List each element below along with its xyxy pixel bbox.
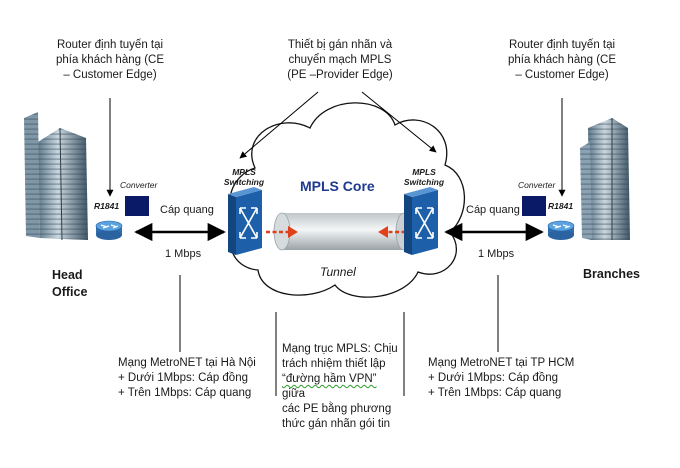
mpls-core-title: MPLS Core (300, 178, 375, 194)
speed-left-label: 1 Mbps (165, 248, 202, 260)
note-metronet-hanoi: Mạng MetroNET tại Hà Nội + Dưới 1Mbps: C… (118, 357, 256, 399)
fiber-right-label: Cáp quang (466, 204, 520, 216)
router-left-label: R1841 (94, 201, 120, 211)
branches-building (580, 118, 630, 240)
tunnel-arrow-right (378, 226, 412, 238)
converter-right-icon (522, 196, 546, 216)
pointer-pe-left (239, 91, 319, 159)
router-right-icon (547, 220, 575, 240)
tunnel-arrow-left (266, 226, 298, 238)
switch-right-label: MPLS Switching (403, 167, 445, 187)
note-mpls-backbone: Mạng trục MPLS: Chịu trách nhiệm thiết l… (282, 343, 398, 430)
annotation-ce-left: Router định tuyến tại phía khách hàng (C… (55, 39, 165, 81)
mpls-switch-right-icon (404, 187, 438, 255)
switch-left-label: MPLS Switching (223, 167, 265, 187)
branches-label: Branches (583, 267, 640, 281)
converter-left-label: Converter (120, 180, 158, 190)
router-right-label: R1841 (548, 201, 574, 211)
converter-right-label: Converter (518, 180, 556, 190)
annotation-pe-top: Thiết bị gán nhãn và chuyển mạch MPLS (P… (287, 39, 393, 81)
router-left-icon (95, 220, 123, 240)
tunnel-label: Tunnel (320, 265, 356, 279)
pointer-pe-right (361, 91, 437, 153)
note-metronet-hcm: Mạng MetroNET tại TP HCM + Dưới 1Mbps: C… (428, 357, 575, 399)
speed-right-label: 1 Mbps (478, 248, 515, 260)
mpls-switch-left-icon (228, 187, 262, 255)
annotation-ce-right: Router định tuyến tại phía khách hàng (C… (507, 39, 617, 81)
head-office-building (24, 112, 88, 241)
converter-left-icon (125, 196, 149, 216)
head-office-label: Head Office (52, 268, 88, 299)
fiber-left-label: Cáp quang (160, 204, 214, 216)
